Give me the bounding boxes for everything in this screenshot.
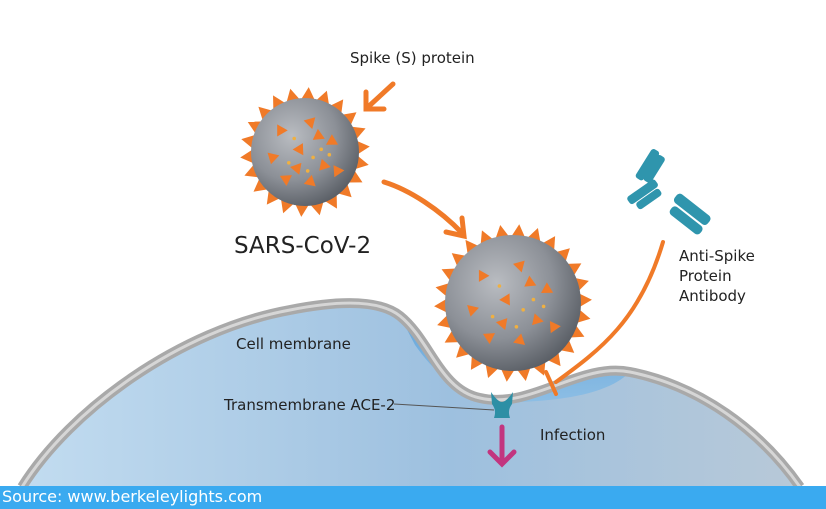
cell-body [22,303,800,487]
virus-particle-icon [434,224,592,382]
spike-protein [482,333,496,344]
spike-protein [547,351,561,367]
spike-protein [292,143,304,156]
spike-protein [326,134,339,145]
spike-protein-label: Spike (S) protein [350,49,475,67]
virus-body [445,235,581,371]
virus-surface-dot [514,325,519,329]
spike-protein [549,321,561,334]
spike-protein [467,304,479,317]
antibody-label-line1: Anti-Spike [679,247,755,265]
spike-protein [441,268,457,282]
virus-surface-dot [531,297,536,302]
ace2-label: Transmembrane ACE-2 [224,396,396,414]
virus-surface-dot [305,169,310,173]
virus-surface-dot [541,304,546,309]
virus-particle-icon [240,87,370,217]
cell-membrane-inner-line [20,301,802,488]
virus-surface-dot [490,314,495,319]
ace2-leader-line [393,403,495,411]
antibody-icon [627,149,711,235]
virus-surface-dot [311,155,315,160]
spike-protein [277,124,288,137]
spike-protein [480,230,494,246]
cell-membrane-label: Cell membrane [236,335,351,353]
spike-protein [300,87,315,101]
spike-protein [240,149,254,164]
spike-protein [303,117,316,130]
spike-protein [267,152,280,165]
spike-protein [290,162,302,175]
spike-protein [253,178,269,192]
spike-protein [470,355,484,370]
spike-protein [532,360,546,376]
spike-protein [511,224,526,238]
spike-protein [266,189,281,205]
virus-surface-dot [521,308,525,312]
spike-protein [513,260,525,273]
virus-surface-dot [319,147,324,152]
virus-name-label: SARS-CoV-2 [234,233,372,259]
spike-pointer-arrow [363,81,396,112]
spike-protein [319,158,331,171]
spike-protein [465,239,479,255]
spike-protein [569,324,585,338]
virus-surface-dot [287,161,291,165]
virus-movement-arrow [381,179,467,240]
ace2-receptor-icon [491,392,513,418]
spike-protein [303,174,316,187]
spike-protein [295,203,310,217]
spike-protein [555,248,570,263]
infection-arrow [487,424,517,468]
spike-protein [578,293,592,308]
spike-protein [312,128,325,140]
antibody-block-line [544,240,665,396]
spike-protein [524,275,537,287]
spike-protein [337,183,352,198]
spike-protein [513,333,526,346]
infection-label: Infection [540,426,606,444]
spike-protein [356,140,370,155]
source-bar: Source: www.berkeleylights.com [0,486,826,509]
antibody-label-line2: Protein [679,267,732,285]
spike-protein [258,106,273,121]
antibody-label-line3: Antibody [679,287,746,305]
spike-protein [559,339,575,353]
spike-protein [329,99,344,115]
spike-protein [451,253,467,267]
source-text: Source: www.berkeleylights.com [2,487,263,506]
spike-protein [341,112,357,126]
spike-protein [279,175,292,186]
spike-protein [434,298,448,313]
virus-surface-dot [497,284,502,288]
virus-surface-dot [292,136,297,141]
spike-protein [495,318,508,330]
spike-protein [542,236,556,251]
spike-protein [532,313,544,326]
spike-protein [541,282,554,294]
spike-protein [499,293,510,306]
spike-protein [500,368,515,382]
virus-surface-dot [327,152,332,157]
spike-protein [456,343,471,358]
spike-protein [244,164,260,178]
spike-protein [333,165,345,178]
spike-protein [350,126,366,140]
virus-body [251,98,359,206]
spike-protein [478,269,490,282]
